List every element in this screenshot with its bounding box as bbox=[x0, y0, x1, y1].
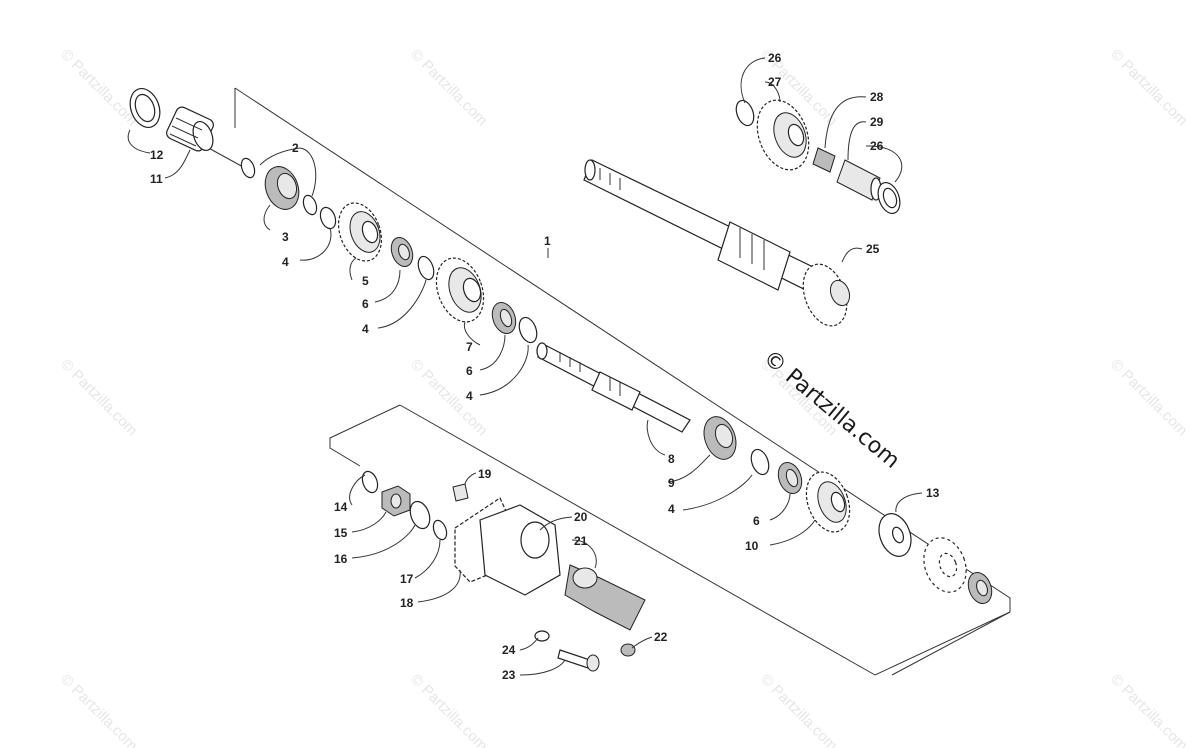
callout-2: 2 bbox=[292, 141, 299, 155]
callout-9: 9 bbox=[668, 476, 675, 490]
part-16-washer bbox=[409, 500, 431, 530]
part-10-gear bbox=[805, 471, 851, 533]
part-4-washer bbox=[750, 448, 770, 476]
part-17-circlip bbox=[432, 519, 448, 541]
callout-6: 6 bbox=[466, 364, 473, 378]
assembly-frame-lower bbox=[329, 404, 1011, 676]
callout-15: 15 bbox=[334, 526, 348, 540]
part-26-washer bbox=[735, 99, 755, 127]
callout-17: 17 bbox=[400, 572, 414, 586]
callout-26: 26 bbox=[870, 139, 884, 153]
part-4-washer bbox=[417, 255, 435, 281]
watermark: © Partzilla.com bbox=[1107, 46, 1190, 129]
leader-lines bbox=[127, 57, 923, 676]
part-11-gear bbox=[166, 106, 214, 152]
part-2-circlip bbox=[240, 157, 318, 216]
part-6-needle-bearing bbox=[390, 236, 414, 268]
watermark: © Partzilla.com bbox=[407, 356, 490, 439]
part-3-hub bbox=[264, 166, 300, 210]
part-27-gear bbox=[756, 99, 810, 171]
part-12-washer bbox=[129, 88, 161, 128]
callout-labels: 26 27 28 29 26 25 1 2 3 4 5 6 4 7 6 4 12… bbox=[150, 51, 940, 682]
callout-22: 22 bbox=[654, 630, 668, 644]
part-4-washer bbox=[319, 206, 337, 230]
callout-1: 1 bbox=[544, 234, 551, 248]
assembly-frame-main bbox=[234, 87, 1011, 676]
callout-24: 24 bbox=[502, 643, 516, 657]
callout-18: 18 bbox=[400, 596, 414, 610]
callout-14: 14 bbox=[334, 500, 348, 514]
part-7-gear bbox=[435, 257, 485, 323]
callout-27: 27 bbox=[768, 75, 782, 89]
callout-4: 4 bbox=[282, 255, 289, 269]
callout-4: 4 bbox=[668, 502, 675, 516]
watermark: © Partzilla.com bbox=[1107, 671, 1190, 748]
part-22-screw bbox=[620, 643, 636, 657]
callout-12: 12 bbox=[150, 148, 164, 162]
callout-26: 26 bbox=[768, 51, 782, 65]
callout-8: 8 bbox=[668, 452, 675, 466]
part-19-pin bbox=[452, 483, 469, 502]
callout-16: 16 bbox=[334, 552, 348, 566]
callout-11: 11 bbox=[150, 172, 163, 186]
callout-3: 3 bbox=[282, 230, 289, 244]
part-23-bolt bbox=[557, 649, 600, 672]
part-24-washer bbox=[534, 630, 550, 642]
callout-13: 13 bbox=[926, 486, 940, 500]
callout-20: 20 bbox=[574, 510, 588, 524]
callout-6: 6 bbox=[362, 297, 369, 311]
callout-19: 19 bbox=[478, 467, 492, 481]
part-6-needle-bearing bbox=[777, 462, 803, 494]
callout-23: 23 bbox=[502, 668, 516, 682]
callout-4: 4 bbox=[362, 322, 369, 336]
part-20-housing bbox=[479, 504, 561, 596]
part-26-washer bbox=[877, 181, 901, 215]
part-15-nut bbox=[381, 485, 411, 517]
callout-10: 10 bbox=[745, 539, 759, 553]
watermark: © Partzilla.com bbox=[57, 46, 140, 129]
part-25-main-shaft bbox=[583, 159, 851, 327]
part-5-gear bbox=[337, 202, 383, 262]
watermark: © Partzilla.com bbox=[407, 671, 490, 748]
watermark: © Partzilla.com bbox=[407, 46, 490, 129]
watermark: © Partzilla.com bbox=[1107, 356, 1190, 439]
part-8-splined-shaft bbox=[536, 342, 691, 433]
callout-28: 28 bbox=[870, 90, 884, 104]
part-13-thrust-washer bbox=[878, 513, 912, 557]
watermark: © Partzilla.com bbox=[757, 671, 840, 748]
part-21-shift-lever bbox=[564, 564, 646, 631]
part-9-hub bbox=[703, 416, 737, 460]
part-14-circlip bbox=[361, 470, 379, 494]
callout-7: 7 bbox=[466, 340, 473, 354]
part-28-bushing bbox=[812, 147, 836, 173]
watermark: © Partzilla.com bbox=[57, 671, 140, 748]
callout-21: 21 bbox=[574, 534, 588, 548]
part-29-sleeve bbox=[836, 159, 882, 201]
callout-25: 25 bbox=[866, 242, 880, 256]
callout-4: 4 bbox=[466, 389, 473, 403]
bearing-dashed bbox=[923, 537, 993, 604]
watermark: © Partzilla.com bbox=[57, 356, 140, 439]
brand-watermark: © Partzilla.com bbox=[758, 345, 904, 473]
part-4-washer bbox=[518, 316, 538, 344]
callout-5: 5 bbox=[362, 274, 369, 288]
callout-6: 6 bbox=[753, 514, 760, 528]
callout-29: 29 bbox=[870, 115, 884, 129]
part-6-needle-bearing bbox=[491, 302, 517, 334]
